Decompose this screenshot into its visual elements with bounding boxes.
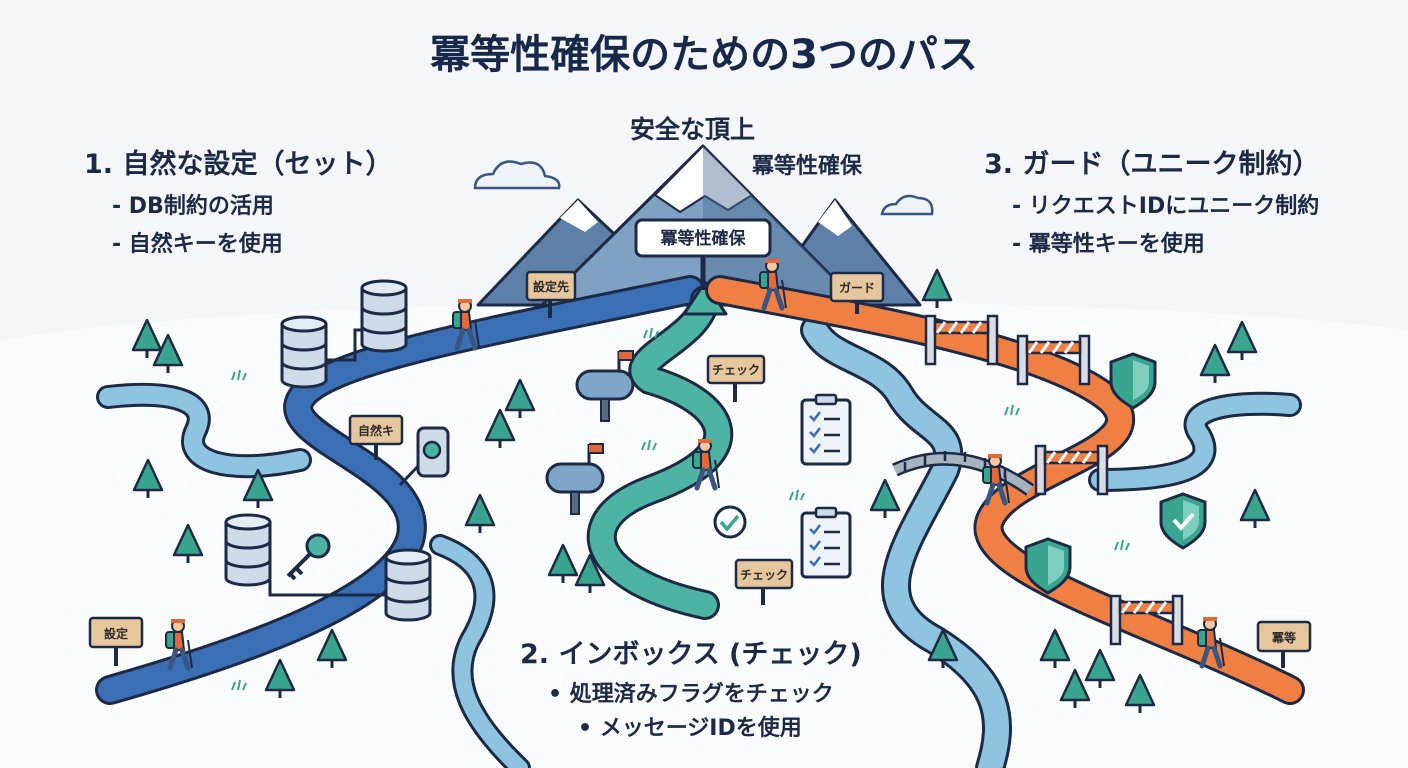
cloud-icon (473, 160, 934, 216)
path-3-bullet: - 冪等性キーを使用 (1012, 232, 1205, 257)
path-1-bullet: - DB制約の活用 (112, 194, 274, 219)
path-2-trail (586, 285, 734, 620)
path-3-bullet: - リクエストIDにユニーク制約 (1012, 194, 1320, 219)
database-icon (224, 279, 432, 622)
path-2-heading: 2. インボックス (チェック) (520, 639, 862, 670)
sign-label: チェック (740, 568, 788, 582)
path-2-bullet: • メッセージIDを使用 (578, 716, 802, 741)
summit-sublabel: 冪等性確保 (752, 154, 863, 179)
sign-label: 設定先 (533, 279, 569, 294)
path-1-heading: 1. 自然な設定（セット） (84, 149, 393, 180)
path-1-bullet: - 自然キーを使用 (112, 232, 283, 257)
shield-check-icon (1172, 512, 1195, 532)
grass-tuft (231, 327, 1130, 691)
key-tag-icon (398, 426, 450, 487)
sign-label: 設定 (104, 626, 128, 641)
sign-label: 冪等 (1271, 630, 1296, 645)
path-3-heading: 3. ガード（ユニーク制約） (984, 149, 1320, 180)
bridge-icon (892, 451, 1035, 496)
summit-sign-label: 冪等性確保 (660, 228, 747, 249)
river (96, 315, 1302, 768)
sign-label: ガード (839, 280, 875, 295)
path-1-trail (95, 275, 705, 705)
wooden-sign: 自然キ (348, 414, 404, 460)
wooden-sign: ガード (829, 271, 885, 314)
wooden-sign: チェック (706, 354, 766, 402)
page-title: 冪等性確保のための3つのパス (430, 32, 978, 78)
path-2-bullet: • 処理済みフラグをチェック (548, 682, 834, 707)
summit-sign: 冪等性確保 (634, 218, 772, 290)
key-icon (286, 533, 331, 581)
sign-label: チェック (712, 363, 760, 377)
wooden-sign: チェック (734, 558, 794, 605)
sign-label: 自然キ (358, 423, 394, 438)
wooden-sign: 設定 (88, 616, 144, 666)
wooden-sign: 冪等 (1256, 620, 1312, 668)
wooden-sign: 設定先 (525, 270, 577, 318)
summit-label: 安全な頂上 (630, 115, 756, 144)
check-circle-icon (713, 505, 747, 539)
